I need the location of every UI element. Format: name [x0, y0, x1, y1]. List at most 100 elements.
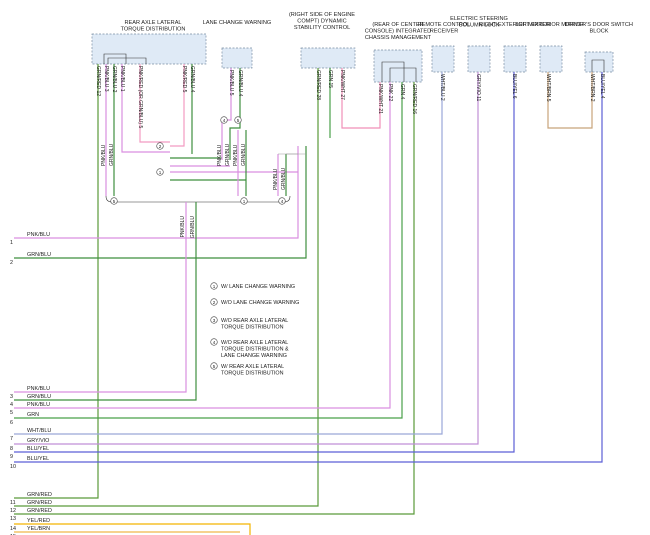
connector-num-5: 5 [10, 410, 13, 416]
pin-label-rear_axle-5: PNK/RED 5 [181, 66, 187, 93]
pin-label-dsc-2: PNK/WHT 27 [339, 70, 345, 100]
rear-axle-internal-loop-2 [107, 57, 147, 64]
wire-line-10 [14, 72, 603, 463]
connector-labels: 1PNK/BLU2GRN/BLU3PNK/BLU4GRN/BLU5PNK/BLU… [10, 232, 52, 535]
pin-label-icm-3: GRN/RED 16 [411, 84, 417, 114]
pin-label-dsc-0: GRN/RED 28 [315, 70, 321, 100]
connector-num-2: 2 [10, 260, 13, 266]
wire-line-6 [14, 82, 403, 419]
wire-line-9 [14, 72, 515, 453]
right-mirror-header: RIGHT EXTERIOR MIRROR [479, 22, 551, 28]
rear-axle-box [91, 33, 207, 65]
pin-label-right_mirror-0: BLU/YEL 6 [511, 74, 517, 99]
splice-wire-label-5: GRN/BLU [241, 143, 247, 166]
remote-box [431, 45, 455, 73]
connector-label-3: PNK/BLU [27, 386, 50, 392]
pin-label-door_switch-1: BLU/YEL 4 [599, 74, 605, 99]
legend-num-4: 4 [213, 340, 216, 345]
connector-num-13: 13 [10, 516, 16, 522]
wire-lane-grn-blu [229, 68, 241, 160]
wire-pnk-red-5 [139, 64, 170, 143]
connector-num-6: 6 [10, 420, 13, 426]
connector-label-9: BLU/YEL [27, 446, 49, 452]
steering-box [467, 45, 491, 73]
connector-num-14: 14 [10, 526, 16, 532]
splice-wire-label-4: PNK/BLU [233, 144, 239, 166]
note-circle-4b [278, 197, 286, 205]
dsc-box [300, 47, 356, 69]
wire-line-8 [14, 72, 479, 445]
legend-circle-4 [210, 338, 218, 346]
pin-label-icm-0: PNK/WHT 21 [377, 84, 383, 114]
splice-wire-label-0: PNK/BLU [101, 144, 107, 166]
pin-label-remote-0: WHT/BLU 2 [439, 74, 445, 101]
legend-num-2: 2 [213, 300, 216, 305]
wire-line-1 [14, 146, 299, 239]
note-circle-2 [156, 142, 164, 150]
connector-label-1: PNK/BLU [27, 232, 50, 238]
pin-label-rear_axle-0: GRN/RED 12 [95, 66, 101, 96]
connector-num-9: 9 [10, 454, 13, 460]
lane-change-header: LANE CHANGE WARNING [203, 20, 271, 26]
pin-label-icm-2: GRN 4 [399, 84, 405, 100]
legend-circle-1 [210, 282, 218, 290]
connector-label-13: GRN/RED [27, 508, 52, 514]
splice-wire-label-6: PNK/BLU [273, 168, 279, 190]
connector-label-6: GRN [27, 412, 39, 418]
pin-label-lane_change-0: PNK/BLU 5 [228, 70, 234, 96]
note-circle-4-text: 4 [223, 118, 226, 123]
wire-line-12 [14, 68, 319, 507]
legend-num-5: 5 [213, 364, 216, 369]
connector-num-4: 4 [10, 402, 13, 408]
note-circle-1b-text: 1 [243, 199, 246, 204]
wire-dsc-pnk-wht [341, 68, 381, 129]
wire-line-2 [14, 146, 307, 259]
connector-num-3: 3 [10, 394, 13, 400]
pin-label-left_mirror-0: WHT/BRN 5 [545, 74, 551, 102]
splice-wire-label-1: GRN/BLU [109, 143, 115, 166]
connector-label-10: BLU/YEL [27, 456, 49, 462]
pin-label-icm-1: PNK 22 [387, 84, 393, 101]
wire-pnk-blu-1 [121, 64, 170, 153]
pin-label-rear_axle-3: PNK/BLU 1 [119, 66, 125, 92]
connector-num-10: 10 [10, 464, 16, 470]
wire-grn-red-12 [14, 64, 99, 499]
legend-num-3: 3 [213, 318, 216, 323]
rear-axle-internal-loop [103, 53, 127, 64]
splice-wire-label-7: GRN/BLU [281, 167, 287, 190]
note-circle-5b-text: 5 [113, 199, 116, 204]
left-mirror-header: LEFT EXTERIOR MIRROR [516, 22, 584, 28]
wire-line-7 [14, 72, 443, 435]
connector-label-2: GRN/BLU [27, 252, 51, 258]
splice-wire-label-2: PNK/BLU [217, 144, 223, 166]
note-circle-5b [110, 197, 118, 205]
note-circle-2-text: 2 [159, 144, 162, 149]
door-internal-loop [591, 59, 605, 72]
legend-circle-5 [210, 362, 218, 370]
pin-label-lane_change-1: GRN/BLU 4 [237, 70, 243, 97]
connector-num-7: 7 [10, 436, 13, 442]
lane-change-box [221, 47, 253, 69]
icm-internal-loop-2 [389, 67, 417, 82]
pin-label-dsc-1: GRN 15 [327, 70, 333, 88]
note-circle-1 [156, 168, 164, 176]
legend-text-1: W/ LANE CHANGE WARNING [221, 284, 295, 290]
connector-num-1: 1 [10, 240, 13, 246]
connector-num-12: 12 [10, 508, 16, 514]
wire-wht-brn-loop [547, 72, 593, 129]
note-circle-4 [220, 116, 228, 124]
wire-pnk-red-5b [170, 64, 185, 147]
pin-label-rear_axle-6: GRN/BLU 4 [189, 66, 195, 93]
connector-label-8: GRY/VIO [27, 438, 49, 444]
door-switch-box [584, 51, 614, 73]
note-circle-5a-text: 5 [237, 118, 240, 123]
